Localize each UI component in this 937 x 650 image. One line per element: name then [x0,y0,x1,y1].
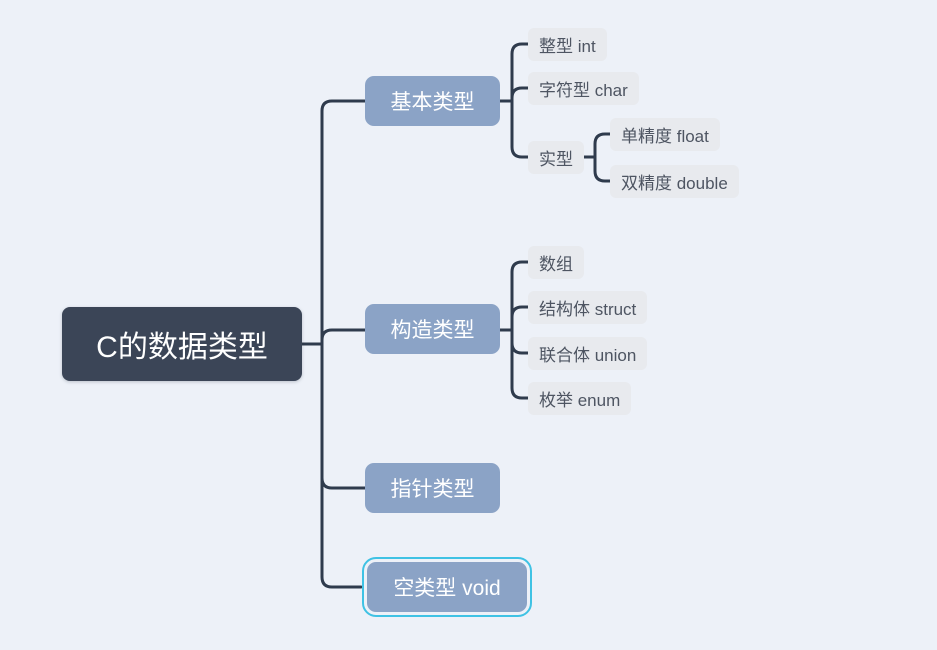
leaf-node-float[interactable]: 单精度 float [610,118,720,151]
leaf-node-label: 整型 int [539,37,596,56]
root-node-c-data-types[interactable]: C的数据类型 [62,307,302,381]
connector-basic-to-char [510,86,530,103]
branch-node-label: 空类型 void [393,577,501,600]
connector-constructed-to-union [510,328,530,355]
branch-node-label: 指针类型 [390,478,475,501]
leaf-node-union[interactable]: 联合体 union [528,337,648,370]
branch-node-basic-types[interactable]: 基本类型 [365,76,500,126]
branch-node-constructed-types[interactable]: 构造类型 [365,304,500,354]
leaf-node-enum[interactable]: 枚举 enum [528,382,632,415]
connector-basic-to-real [510,99,530,159]
leaf-node-struct[interactable]: 结构体 struct [528,291,648,324]
leaf-node-label: 实型 [539,150,573,169]
root-node-label: C的数据类型 [96,331,268,364]
branch-node-void-type-selected[interactable]: 空类型 void [362,557,532,617]
connector-constructed-to-struct [510,305,530,332]
connector-real-to-float [593,132,612,159]
leaf-node-label: 联合体 union [539,346,637,365]
leaf-node-label: 单精度 float [621,127,709,146]
connector-constructed-to-enum [510,328,530,400]
leaf-node-double[interactable]: 双精度 double [610,165,739,198]
branch-node-pointer-type[interactable]: 指针类型 [365,463,500,513]
connector-root-to-pointer [320,342,367,490]
connector-root-to-void [320,342,363,589]
leaf-node-label: 字符型 char [539,81,628,100]
connector-real-to-double [593,155,612,183]
leaf-node-char[interactable]: 字符型 char [528,72,639,105]
leaf-node-int[interactable]: 整型 int [528,28,607,61]
leaf-node-array[interactable]: 数组 [528,246,584,279]
connector-basic-to-int [510,42,530,103]
branch-node-label: 构造类型 [390,319,475,342]
connector-root-to-basic [320,99,367,346]
leaf-node-real-type[interactable]: 实型 [528,141,584,174]
leaf-node-label: 结构体 struct [539,300,637,319]
connector-root-to-constructed [320,328,367,346]
leaf-node-label: 枚举 enum [539,391,621,410]
branch-node-label: 基本类型 [390,91,475,114]
connector-constructed-to-array [510,260,530,332]
leaf-node-label: 双精度 double [621,174,728,193]
leaf-node-label: 数组 [539,255,573,274]
